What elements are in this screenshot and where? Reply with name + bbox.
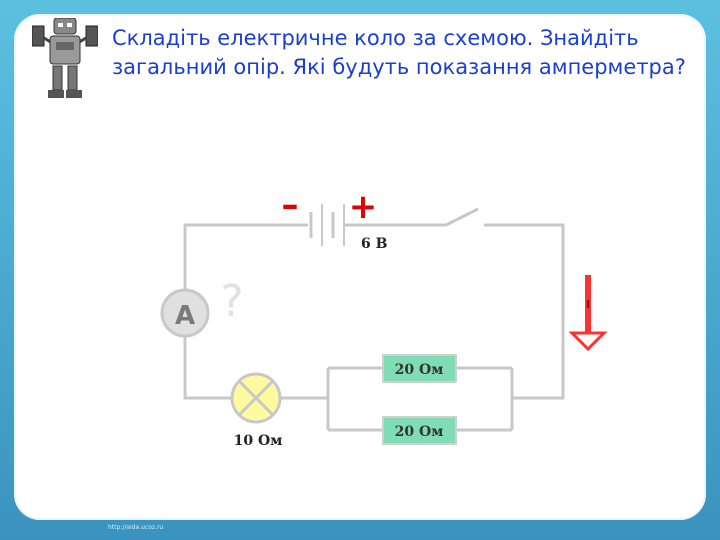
resistor-top xyxy=(382,354,457,383)
ammeter-reading-question: ? xyxy=(220,276,243,327)
ammeter xyxy=(160,288,210,338)
task-text-line-2: загальний опір. Які будуть показання амп… xyxy=(112,55,686,79)
current-label: I xyxy=(586,298,590,311)
footer-url: http://aida.ucoz.ru xyxy=(108,524,164,531)
switch xyxy=(445,207,479,227)
battery-plus-sign: + xyxy=(349,187,378,227)
task-text: Складіть електричне коло за схемою. Знай… xyxy=(112,24,702,82)
lamp-resistance-label: 10 Ом xyxy=(234,433,283,449)
slide-card xyxy=(14,14,706,520)
task-text-line-1: Складіть електричне коло за схемою. Знай… xyxy=(112,26,639,50)
wires xyxy=(183,223,565,432)
resistor-bottom xyxy=(382,416,457,445)
voltage-label: 6 В xyxy=(361,236,388,252)
ammeter-symbol: A xyxy=(175,301,195,331)
resistor-top-label: 20 Ом xyxy=(395,362,444,378)
lamp xyxy=(230,372,282,424)
battery xyxy=(309,204,345,246)
resistor-bottom-label: 20 Ом xyxy=(395,424,444,440)
wire-left-bottom xyxy=(183,336,232,400)
battery-minus-sign: – xyxy=(282,185,299,225)
wire-top-right xyxy=(484,223,565,400)
current-arrow xyxy=(568,275,608,352)
robot-mascot-icon xyxy=(32,18,98,98)
wire-top-left xyxy=(183,223,308,290)
